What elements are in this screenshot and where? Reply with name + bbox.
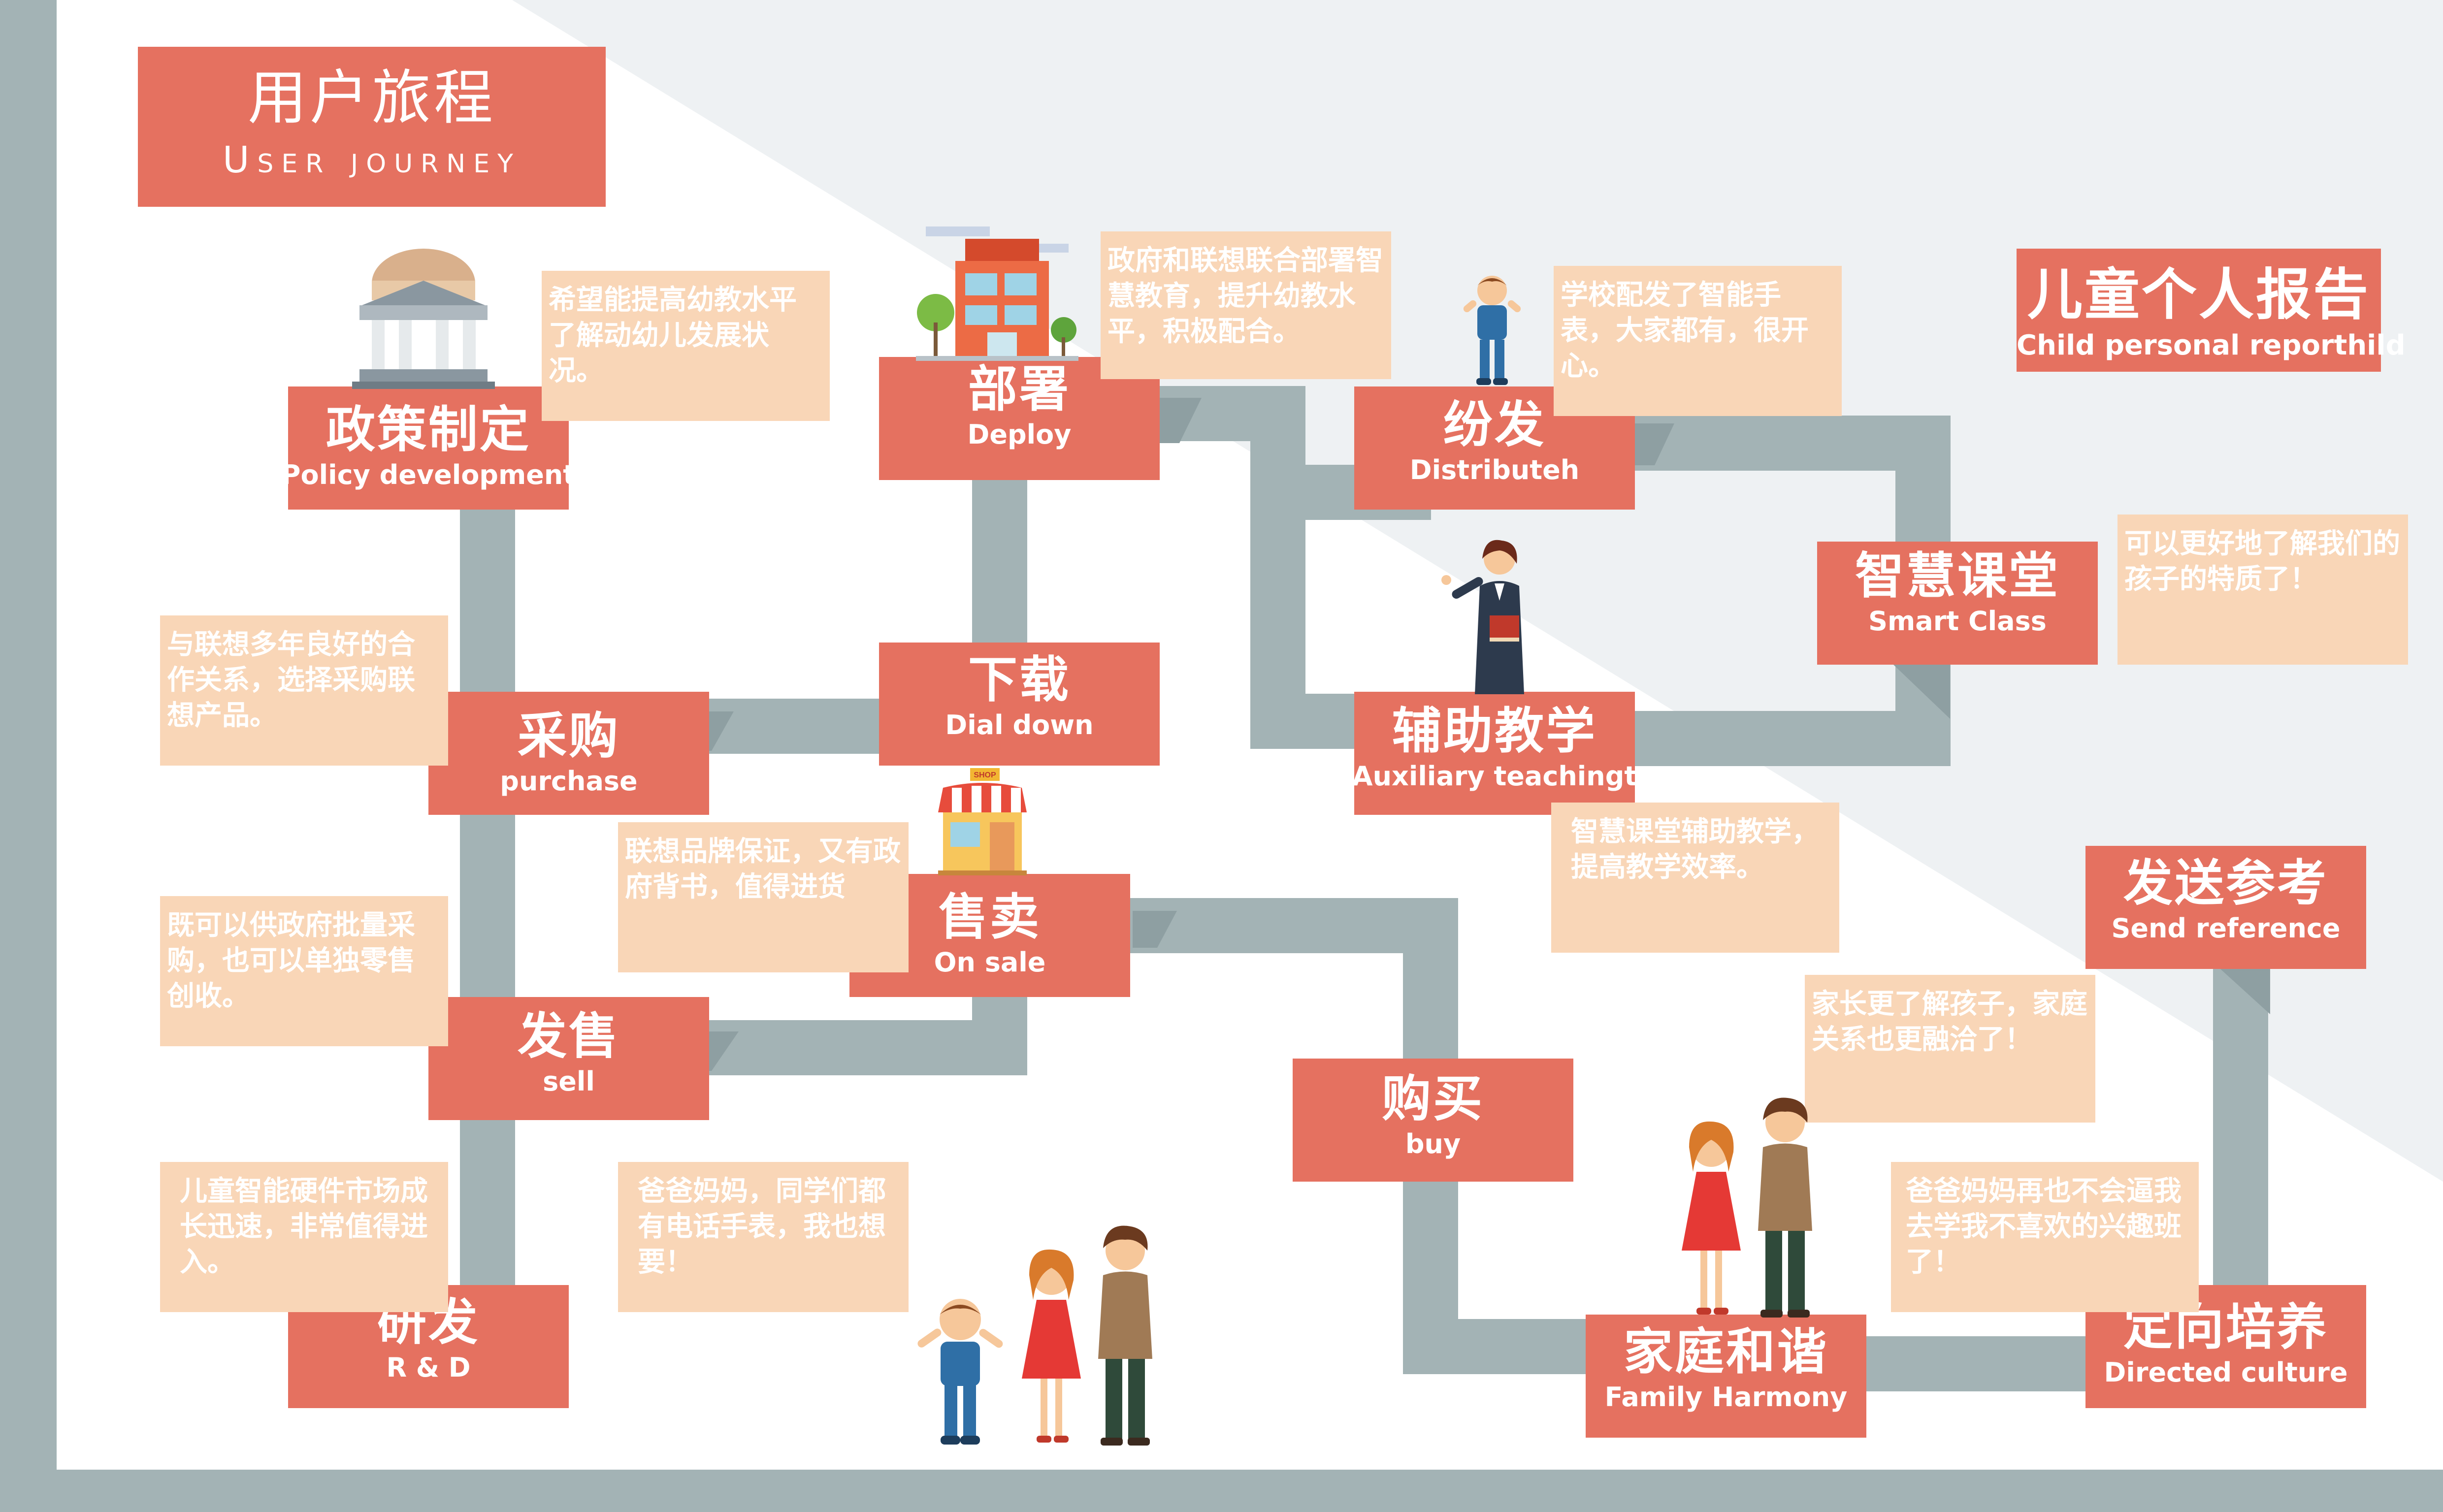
step-smart-class: 智慧课堂 Smart Class: [1817, 542, 2098, 665]
parents-couple-icon: [1682, 1097, 1812, 1318]
step-on-sale-en: On sale: [934, 947, 1046, 978]
note-directed: 爸爸妈妈再也不会逼我去学我不喜欢的兴趣班了！: [1891, 1162, 2199, 1312]
step-buy-zh: 购买: [1382, 1070, 1484, 1127]
step-directed-en: Directed culture: [2104, 1357, 2348, 1388]
step-deploy-zh: 部署: [968, 360, 1071, 418]
step-purchase-en: purchase: [500, 766, 638, 797]
step-family: 家庭和谐 Family Harmony: [1586, 1315, 1866, 1438]
step-sell-en: sell: [543, 1066, 595, 1097]
step-aux-teaching-en: Auxiliary teachingt: [1352, 761, 1637, 792]
note-on-sale: 联想品牌保证，又有政府背书，值得进货: [618, 822, 909, 972]
step-distribute-zh: 纷发: [1443, 396, 1546, 453]
step-send-reference: 发送参考 Send reference: [2085, 846, 2366, 969]
step-purchase-zh: 采购: [518, 707, 620, 765]
note-aux-teaching: 智慧课堂辅助教学，提高教学效率。: [1551, 803, 1839, 953]
step-distribute-en: Distributeh: [1409, 454, 1580, 485]
page-title-zh: 用户旅程: [248, 64, 496, 132]
step-download-zh: 下载: [968, 651, 1071, 708]
step-rd-en: R & D: [386, 1352, 471, 1383]
step-policy-zh: 政策制定: [326, 401, 531, 458]
family-icon: [917, 1225, 1152, 1446]
page-title: 用户旅程 User journey: [138, 47, 606, 207]
step-family-zh: 家庭和谐: [1624, 1323, 1828, 1381]
step-on-sale-zh: 售卖: [939, 888, 1041, 946]
note-smart-class: 可以更好地了解我们的孩子的特质了！: [2117, 515, 2408, 665]
step-policy: 政策制定 Policy development: [281, 386, 576, 510]
child-waving-icon: [1463, 276, 1521, 385]
child-report-zh: 儿童个人报告: [2027, 263, 2370, 327]
father-figure-2: [1758, 1097, 1812, 1318]
child-report-en: Child personal reporthild: [2017, 329, 2406, 361]
note-deploy: 政府和联想联合部署智慧教育，提升幼教水平，积极配合。: [1101, 231, 1391, 379]
note-purchase: 与联想多年良好的合作关系，选择采购联想产品。: [160, 615, 448, 766]
child-figure: [917, 1299, 1003, 1445]
step-buy: 购买 buy: [1293, 1059, 1573, 1182]
note-rd: 儿童智能硬件市场成长迅速，非常值得进入。: [160, 1162, 448, 1312]
step-purchase: 采购 purchase: [428, 692, 709, 815]
teacher-icon: [1441, 540, 1524, 694]
path-shadow: [702, 398, 2270, 1071]
note-kids: 爸爸妈妈，同学们都有电话手表，我也想要！: [618, 1162, 909, 1312]
step-send-reference-en: Send reference: [2111, 913, 2341, 944]
father-figure: [1098, 1225, 1152, 1446]
step-deploy-en: Deploy: [967, 419, 1072, 450]
step-smart-class-zh: 智慧课堂: [1855, 547, 2060, 605]
step-smart-class-en: Smart Class: [1868, 606, 2047, 637]
step-aux-teaching-zh: 辅助教学: [1392, 702, 1597, 760]
mother-figure-2: [1682, 1121, 1741, 1315]
step-sell-zh: 发售: [518, 1007, 620, 1065]
step-aux-teaching: 辅助教学 Auxiliary teachingt: [1352, 692, 1637, 815]
shop-icon: SHOP: [938, 768, 1027, 875]
note-sell: 既可以供政府批量采购，也可以单独零售创收。: [160, 896, 448, 1046]
mother-figure: [1022, 1249, 1081, 1443]
shop-sign-text: SHOP: [974, 771, 996, 779]
office-building-icon: [916, 226, 1078, 361]
step-buy-en: buy: [1405, 1128, 1461, 1159]
step-policy-en: Policy development: [281, 459, 576, 490]
step-download-en: Dial down: [945, 709, 1094, 740]
page-title-en: User journey: [223, 139, 521, 181]
note-policy: 希望能提高幼教水平了解动幼儿发展状况。: [542, 271, 830, 421]
step-send-reference-zh: 发送参考: [2123, 854, 2328, 912]
note-distribute: 学校配发了智能手表，大家都有，很开心。: [1554, 266, 1842, 416]
government-building-icon: [352, 249, 495, 389]
child-report-label: 儿童个人报告 Child personal reporthild: [2017, 249, 2406, 372]
step-family-en: Family Harmony: [1604, 1382, 1848, 1413]
note-send-reference: 家长更了解孩子，家庭关系也更融洽了！: [1805, 975, 2095, 1123]
step-sell: 发售 sell: [428, 997, 709, 1120]
step-download: 下载 Dial down: [879, 643, 1160, 766]
